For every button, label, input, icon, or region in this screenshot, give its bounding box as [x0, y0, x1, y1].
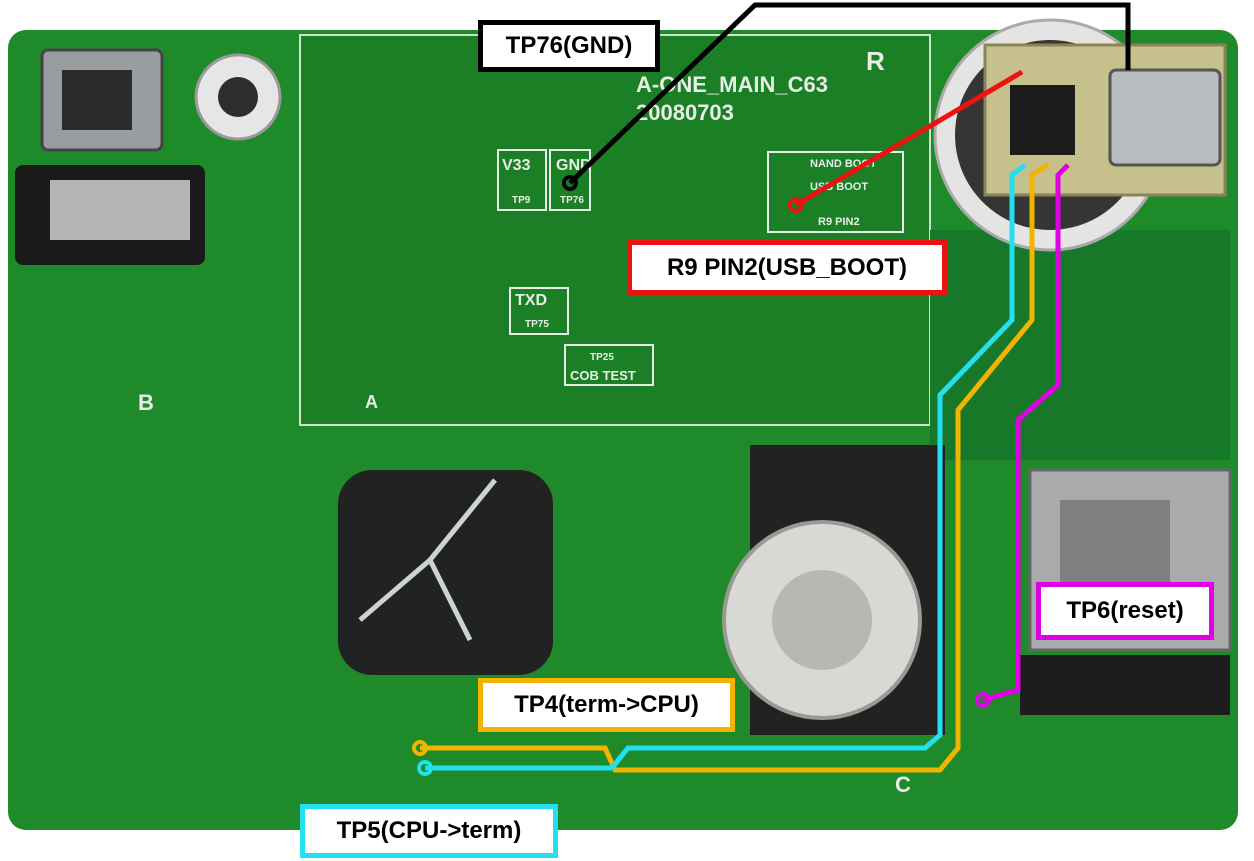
gnd-probe-point: [562, 175, 578, 191]
usb-breakout-chip: [1010, 85, 1075, 155]
cob-scratch: [358, 478, 497, 642]
board-name-text: A-ONE_MAIN_C63: [636, 72, 828, 97]
pcb-upper-panel: [299, 34, 931, 426]
coin-battery-inner: [772, 570, 872, 670]
gnd-wire: [568, 2, 1131, 185]
usb-boot-wire: [794, 69, 1024, 208]
cpu-to-term-wire: [425, 163, 1027, 771]
reset-probe-point: [975, 692, 991, 708]
c-mark-text: C: [895, 772, 911, 797]
cob-blob: [338, 470, 553, 675]
tp25-text: TP25: [590, 352, 614, 363]
cob-test-text: COB TEST: [570, 368, 636, 383]
term-to-cpu-wire: [420, 162, 1050, 773]
r9-usb-boot-label: R9 PIN2(USB_BOOT): [627, 240, 947, 295]
v33-box: [497, 149, 547, 211]
left-usb-inner: [62, 70, 132, 130]
tp4-term-cpu-label: TP4(term->CPU): [478, 678, 735, 732]
r9-pin2-text: R9 PIN2: [818, 216, 860, 228]
term-to-cpu-probe-point: [412, 740, 428, 756]
reset-wire: [982, 163, 1070, 703]
txd-text: TXD: [515, 292, 547, 309]
pcb-right-panel: [930, 230, 1230, 460]
tp76-text: TP76: [560, 195, 584, 206]
bottom-right-header: [1020, 655, 1230, 715]
audio-jack-metal: [50, 180, 190, 240]
r-mark-text: R: [866, 46, 885, 76]
tp75-text: TP75: [525, 319, 549, 330]
tp5-cpu-term-label: TP5(CPU->term): [300, 804, 558, 858]
gnd-box: [549, 149, 591, 211]
tp9-text: TP9: [512, 195, 531, 206]
mic-center: [218, 77, 258, 117]
cob-test-box: [564, 344, 654, 386]
b-mark-text: B: [138, 390, 154, 415]
boot-box: [767, 151, 904, 233]
txd-box: [509, 287, 569, 335]
micro-usb-connector: [1108, 68, 1222, 167]
tp76-gnd-label: TP76(GND): [478, 20, 660, 72]
cpu-to-term-probe-point: [417, 760, 433, 776]
usb-boot-probe-point: [788, 197, 804, 213]
v33-text: V33: [502, 157, 531, 174]
a-mark-text: A: [365, 392, 378, 412]
tp6-reset-label: TP6(reset): [1036, 582, 1214, 640]
